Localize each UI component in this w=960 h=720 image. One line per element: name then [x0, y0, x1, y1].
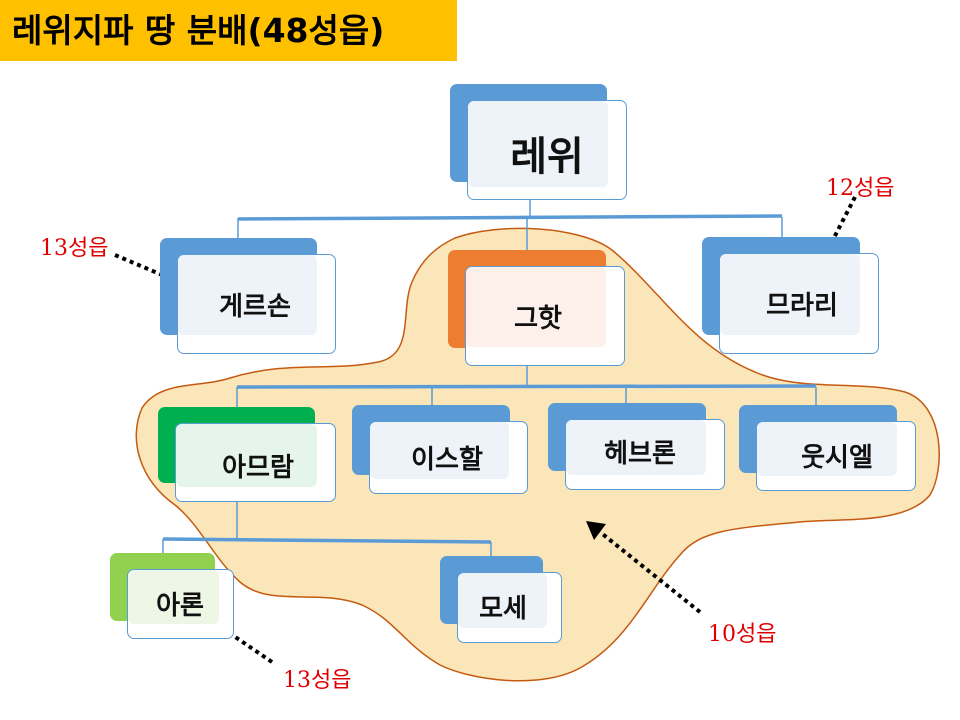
- node-kohath-label: 그핫: [514, 304, 562, 334]
- node-levi: 레위: [450, 84, 627, 200]
- node-gershon-label: 게르손: [219, 292, 291, 322]
- arrowhead-kohath: [586, 521, 606, 540]
- node-amram: 아므람: [158, 407, 336, 502]
- page-title: 레위지파 땅 분배(48성읍): [0, 0, 457, 61]
- node-izhar: 이스할: [352, 405, 528, 494]
- node-moses-label: 모세: [479, 594, 527, 624]
- node-uzziel-card: [756, 421, 916, 491]
- node-merari-label: 므라리: [766, 291, 838, 321]
- node-levi-card: [467, 100, 627, 200]
- node-amram-label: 아므람: [222, 453, 294, 483]
- annotation-kohath: 10성읍: [708, 622, 777, 647]
- node-aaron-card: [127, 569, 234, 639]
- node-gershon-card: [177, 254, 336, 354]
- node-merari-card: [719, 253, 879, 354]
- annotation-aaron: 13성읍: [283, 668, 352, 693]
- annotation-merari: 12성읍: [826, 176, 895, 201]
- arrow-kohath: [598, 530, 702, 614]
- node-kohath: 그핫: [448, 250, 625, 366]
- node-izhar-card: [369, 421, 528, 494]
- annotation-gershon: 13성읍: [40, 236, 109, 261]
- node-moses-card: [457, 572, 562, 643]
- node-hebron-label: 헤브론: [604, 439, 676, 469]
- node-moses: 모세: [440, 556, 562, 643]
- node-uzziel-label: 웃시엘: [801, 443, 873, 473]
- node-aaron-label: 아론: [156, 591, 204, 621]
- node-merari: 므라리: [702, 237, 879, 354]
- node-hebron-card: [565, 419, 725, 490]
- node-aaron: 아론: [110, 553, 234, 639]
- node-hebron: 헤브론: [548, 403, 725, 490]
- node-kohath-card: [465, 266, 625, 366]
- node-amram-card: [175, 423, 336, 502]
- node-uzziel: 웃시엘: [739, 405, 916, 491]
- node-levi-label: 레위: [510, 134, 584, 180]
- node-izhar-label: 이스할: [411, 445, 483, 475]
- connectors: [162, 199, 817, 556]
- node-gershon: 게르손: [160, 238, 336, 354]
